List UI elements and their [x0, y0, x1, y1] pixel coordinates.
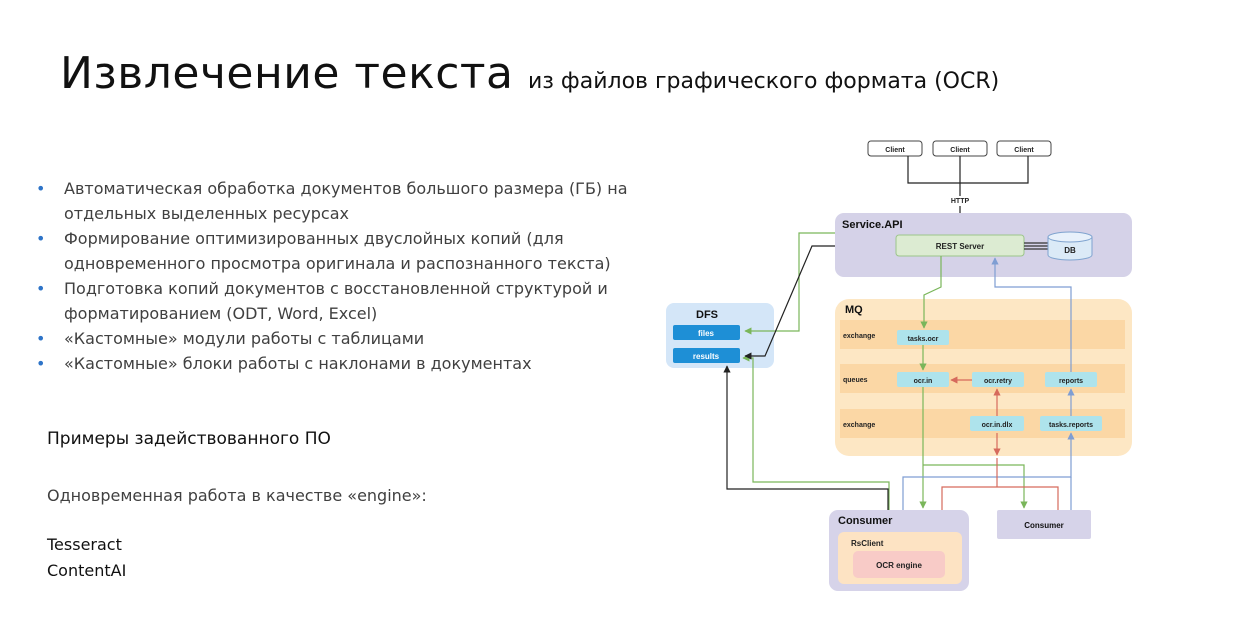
green-arrow	[744, 232, 835, 335]
queue-item-label: reports	[1059, 378, 1083, 385]
red-arrow	[941, 486, 1059, 510]
mq-row-label: exchange	[843, 333, 875, 340]
bullet-icon: •	[36, 179, 46, 198]
queue-item-label: ocr.in.dlx	[982, 422, 1013, 429]
queue-item	[897, 372, 949, 387]
list-item-text: Подготовка копий документов с восстановл…	[64, 279, 608, 323]
program-name: ContentAI	[47, 561, 127, 580]
list-item-text: «Кастомные» блоки работы с наклонами в д…	[64, 354, 532, 373]
list-item: • Формирование оптимизированных двуслойны…	[36, 226, 636, 276]
dfs-files	[673, 325, 740, 340]
db-icon: DB	[1047, 231, 1093, 261]
ocr-engine-box	[853, 551, 945, 578]
green-arrow	[920, 256, 942, 329]
mq-title: MQ	[845, 304, 863, 316]
blue-arrow	[902, 432, 1075, 510]
bullet-icon: •	[36, 354, 46, 373]
client-label: Client	[885, 147, 905, 154]
queue-item-label: ocr.in	[914, 378, 933, 385]
list-item-text: Формирование оптимизированных двуслойных…	[64, 229, 611, 273]
mq-row-label: exchange	[843, 422, 875, 429]
dfs-results-label: results	[693, 352, 720, 361]
bullet-icon: •	[36, 229, 46, 248]
page-title: Извлечение текста из файлов графического…	[60, 48, 999, 99]
service-api-title: Service.API	[842, 219, 903, 231]
list-item: • Подготовка копий документов с восстанов…	[36, 276, 636, 326]
queue-item	[972, 372, 1024, 387]
consumer-main-title: Consumer	[838, 515, 893, 527]
mq-row-label: queues	[843, 377, 868, 384]
engine-description: Одновременная работа в качестве «engine»…	[47, 486, 427, 505]
blue-arrow	[991, 257, 1072, 372]
consumer-second-panel	[997, 510, 1091, 539]
black-arrow	[744, 245, 835, 360]
green-arrow	[923, 464, 1028, 509]
list-item-text: Автоматическая обработка документов боль…	[64, 179, 628, 223]
bullet-icon: •	[36, 279, 46, 298]
client-node: Client	[932, 140, 988, 157]
queue-item-label: tasks.ocr	[908, 336, 939, 343]
queue-item-label: tasks.reports	[1049, 422, 1093, 429]
list-item: • Автоматическая обработка документов бол…	[36, 176, 636, 226]
dfs-title: DFS	[696, 309, 718, 321]
feature-list: • Автоматическая обработка документов бол…	[36, 176, 636, 376]
black-arrow	[723, 365, 889, 510]
queue-item-label: ocr.retry	[984, 378, 1012, 385]
client-node: Client	[867, 140, 923, 157]
rest-server-label: REST Server	[936, 242, 984, 251]
bullet-icon: •	[36, 329, 46, 348]
queue-item	[1045, 372, 1097, 387]
client-node: Client	[996, 140, 1052, 157]
client-label: Client	[1014, 147, 1034, 154]
architecture-diagram: Client Client Client HTTP Service.API RE…	[666, 140, 1132, 591]
consumer-second-title: Consumer	[1024, 521, 1064, 530]
dfs-files-label: files	[698, 329, 715, 338]
queue-item	[970, 416, 1024, 431]
mq-row	[840, 320, 1125, 349]
title-main: Извлечение текста	[60, 48, 514, 99]
queue-item	[1040, 416, 1102, 431]
list-item: • «Кастомные» модули работы с таблицами	[36, 326, 636, 351]
program-name: Tesseract	[47, 535, 122, 554]
list-item-text: «Кастомные» модули работы с таблицами	[64, 329, 425, 348]
db-label: DB	[1064, 246, 1076, 255]
title-subtitle: из файлов графического формата (OCR)	[527, 69, 1000, 94]
queue-item	[897, 330, 949, 345]
list-item: • «Кастомные» блоки работы с наклонами в …	[36, 351, 636, 376]
client-label: Client	[950, 147, 970, 154]
examples-heading: Примеры задействованного ПО	[47, 429, 331, 449]
http-label: HTTP	[951, 198, 970, 205]
rsclient-label: RsClient	[851, 539, 884, 548]
dfs-results	[673, 348, 740, 363]
ocr-engine-label: OCR engine	[876, 561, 922, 570]
client-connector	[907, 156, 1029, 184]
